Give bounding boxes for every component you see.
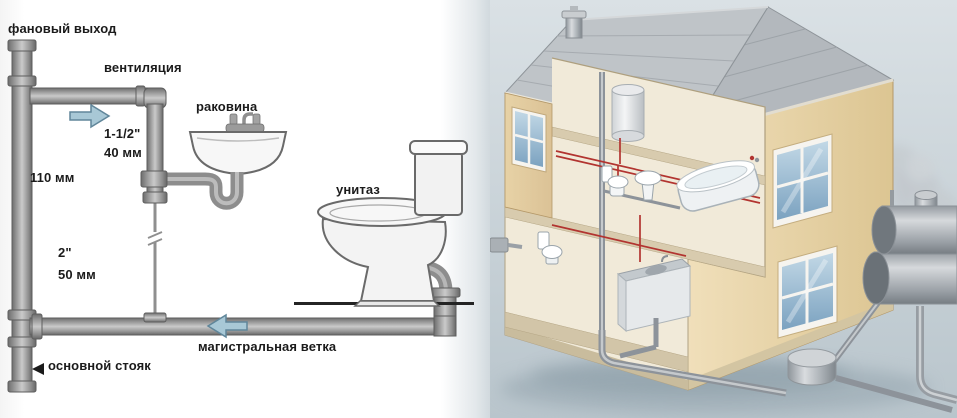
window-upper: [772, 133, 833, 229]
trap-tee-fitting: [140, 170, 168, 188]
label-branch-size-mm: 50 мм: [58, 267, 96, 282]
branch-riser-50mm: [147, 202, 163, 318]
window-lower: [777, 245, 838, 339]
ventilation-flow-arrow-icon: [69, 103, 111, 129]
toilet-downstairs: [537, 231, 563, 265]
kitchen-drain: [619, 318, 659, 359]
label-trap-size-mm: 40 мм: [104, 145, 142, 160]
window-left: [511, 106, 547, 173]
septic-outfall-pipe: [916, 306, 957, 404]
house-illustration-panel: [490, 0, 957, 418]
label-main-branch: магистральная ветка: [198, 339, 337, 354]
kitchen-sink: [616, 255, 692, 333]
washbasin: [634, 170, 662, 201]
label-sink: раковина: [196, 99, 258, 114]
label-main-stack: основной стояк: [48, 358, 151, 373]
label-fan-outlet: фановый выход: [8, 21, 117, 36]
tub-faucet-cold: [754, 157, 760, 163]
tub-faucet-hot: [749, 155, 755, 161]
inspection-well: [787, 348, 837, 386]
outlet-pipe: [829, 298, 953, 413]
label-trap-size-inch: 1-1/2": [104, 126, 141, 141]
bathtub: [676, 160, 760, 212]
label-ventilation: вентиляция: [104, 60, 182, 75]
label-toilet: унитаз: [336, 182, 380, 197]
sink-figure: [140, 112, 288, 210]
outdoor-pipe: [490, 237, 523, 253]
septic-tank: [862, 190, 957, 305]
toilet-figure: [317, 140, 468, 307]
schematic-drawing: [7, 39, 474, 393]
toilet-upstairs: [601, 165, 629, 197]
schematic-panel: фановый выход вентиляция раковина 1-1/2"…: [0, 0, 490, 418]
foundation: [505, 325, 688, 390]
label-stack-diameter: 110 мм: [30, 170, 75, 185]
stack-pointer-icon: [32, 363, 44, 375]
drain-flow-arrow-icon: [206, 313, 248, 339]
left-wall-strip: [504, 92, 553, 219]
bathroom: [601, 155, 760, 212]
label-branch-size-inch: 2": [58, 245, 72, 260]
attic-water-heater: [611, 84, 645, 142]
chimney: [561, 6, 587, 39]
house-illustration: [490, 0, 957, 418]
